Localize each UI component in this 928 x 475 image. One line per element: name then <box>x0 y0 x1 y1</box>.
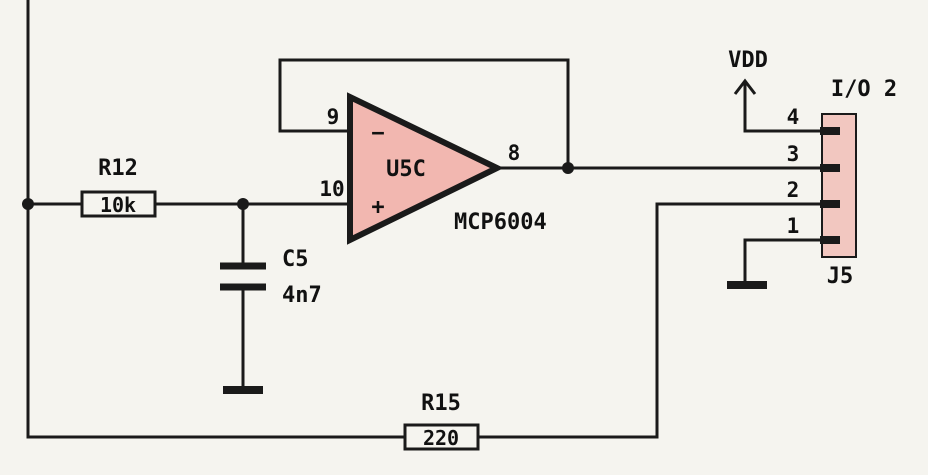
wire-j5-gnd <box>743 238 824 285</box>
connector-pin-3 <box>820 164 840 172</box>
resistor-r12-body <box>80 190 157 218</box>
wires <box>26 0 824 439</box>
opamp-minus-symbol: − <box>371 121 384 146</box>
opamp-ref: U5C <box>386 157 426 182</box>
opamp-pin-9: 9 <box>327 105 340 129</box>
r15-ref: R15 <box>421 391 461 416</box>
wire-vdd-j5 <box>743 90 824 133</box>
opamp-part-number: MCP6004 <box>454 210 547 235</box>
opamp-pin-10: 10 <box>319 177 344 201</box>
junction-dot-left <box>22 198 34 210</box>
c5-value: 4n7 <box>282 283 322 308</box>
resistor-r15[interactable]: R15 220 <box>403 391 480 451</box>
c5-ref: C5 <box>282 247 309 272</box>
j5-pin-label-1: 1 <box>787 214 800 238</box>
resistor-r15-body <box>403 423 480 451</box>
vdd-symbol: VDD <box>728 48 768 95</box>
connector-body <box>821 113 857 258</box>
junction-dot-c5 <box>237 198 249 210</box>
connector-pin-2 <box>820 200 840 208</box>
connector-pin-1 <box>820 236 840 244</box>
connector-j5[interactable]: 4 3 2 1 I/O 2 J5 <box>787 77 897 289</box>
r12-ref: R12 <box>98 156 138 181</box>
resistor-r12[interactable]: R12 10k <box>80 156 157 218</box>
r15-value: 220 <box>423 426 459 450</box>
ground-icon <box>727 281 767 289</box>
opamp-triangle <box>347 92 504 245</box>
r12-value: 10k <box>100 193 136 217</box>
opamp-plus-symbol: + <box>371 195 384 220</box>
opamp-u5c[interactable]: − + U5C 9 10 8 MCP6004 <box>319 92 547 245</box>
opamp-pin-8: 8 <box>508 141 521 165</box>
j5-pin-label-3: 3 <box>787 142 800 166</box>
junction-dot-output <box>562 162 574 174</box>
wire-r15-j5 <box>476 202 824 439</box>
capacitor-c5[interactable]: C5 4n7 <box>220 247 322 308</box>
ground-icon <box>223 386 263 394</box>
j5-name: I/O 2 <box>831 77 897 102</box>
j5-pin-label-4: 4 <box>787 105 800 129</box>
connector-pin-4 <box>820 127 840 135</box>
j5-ref: J5 <box>827 264 854 289</box>
wire-feedback <box>278 58 570 170</box>
j5-pin-label-2: 2 <box>787 178 800 202</box>
vdd-label: VDD <box>728 48 768 73</box>
